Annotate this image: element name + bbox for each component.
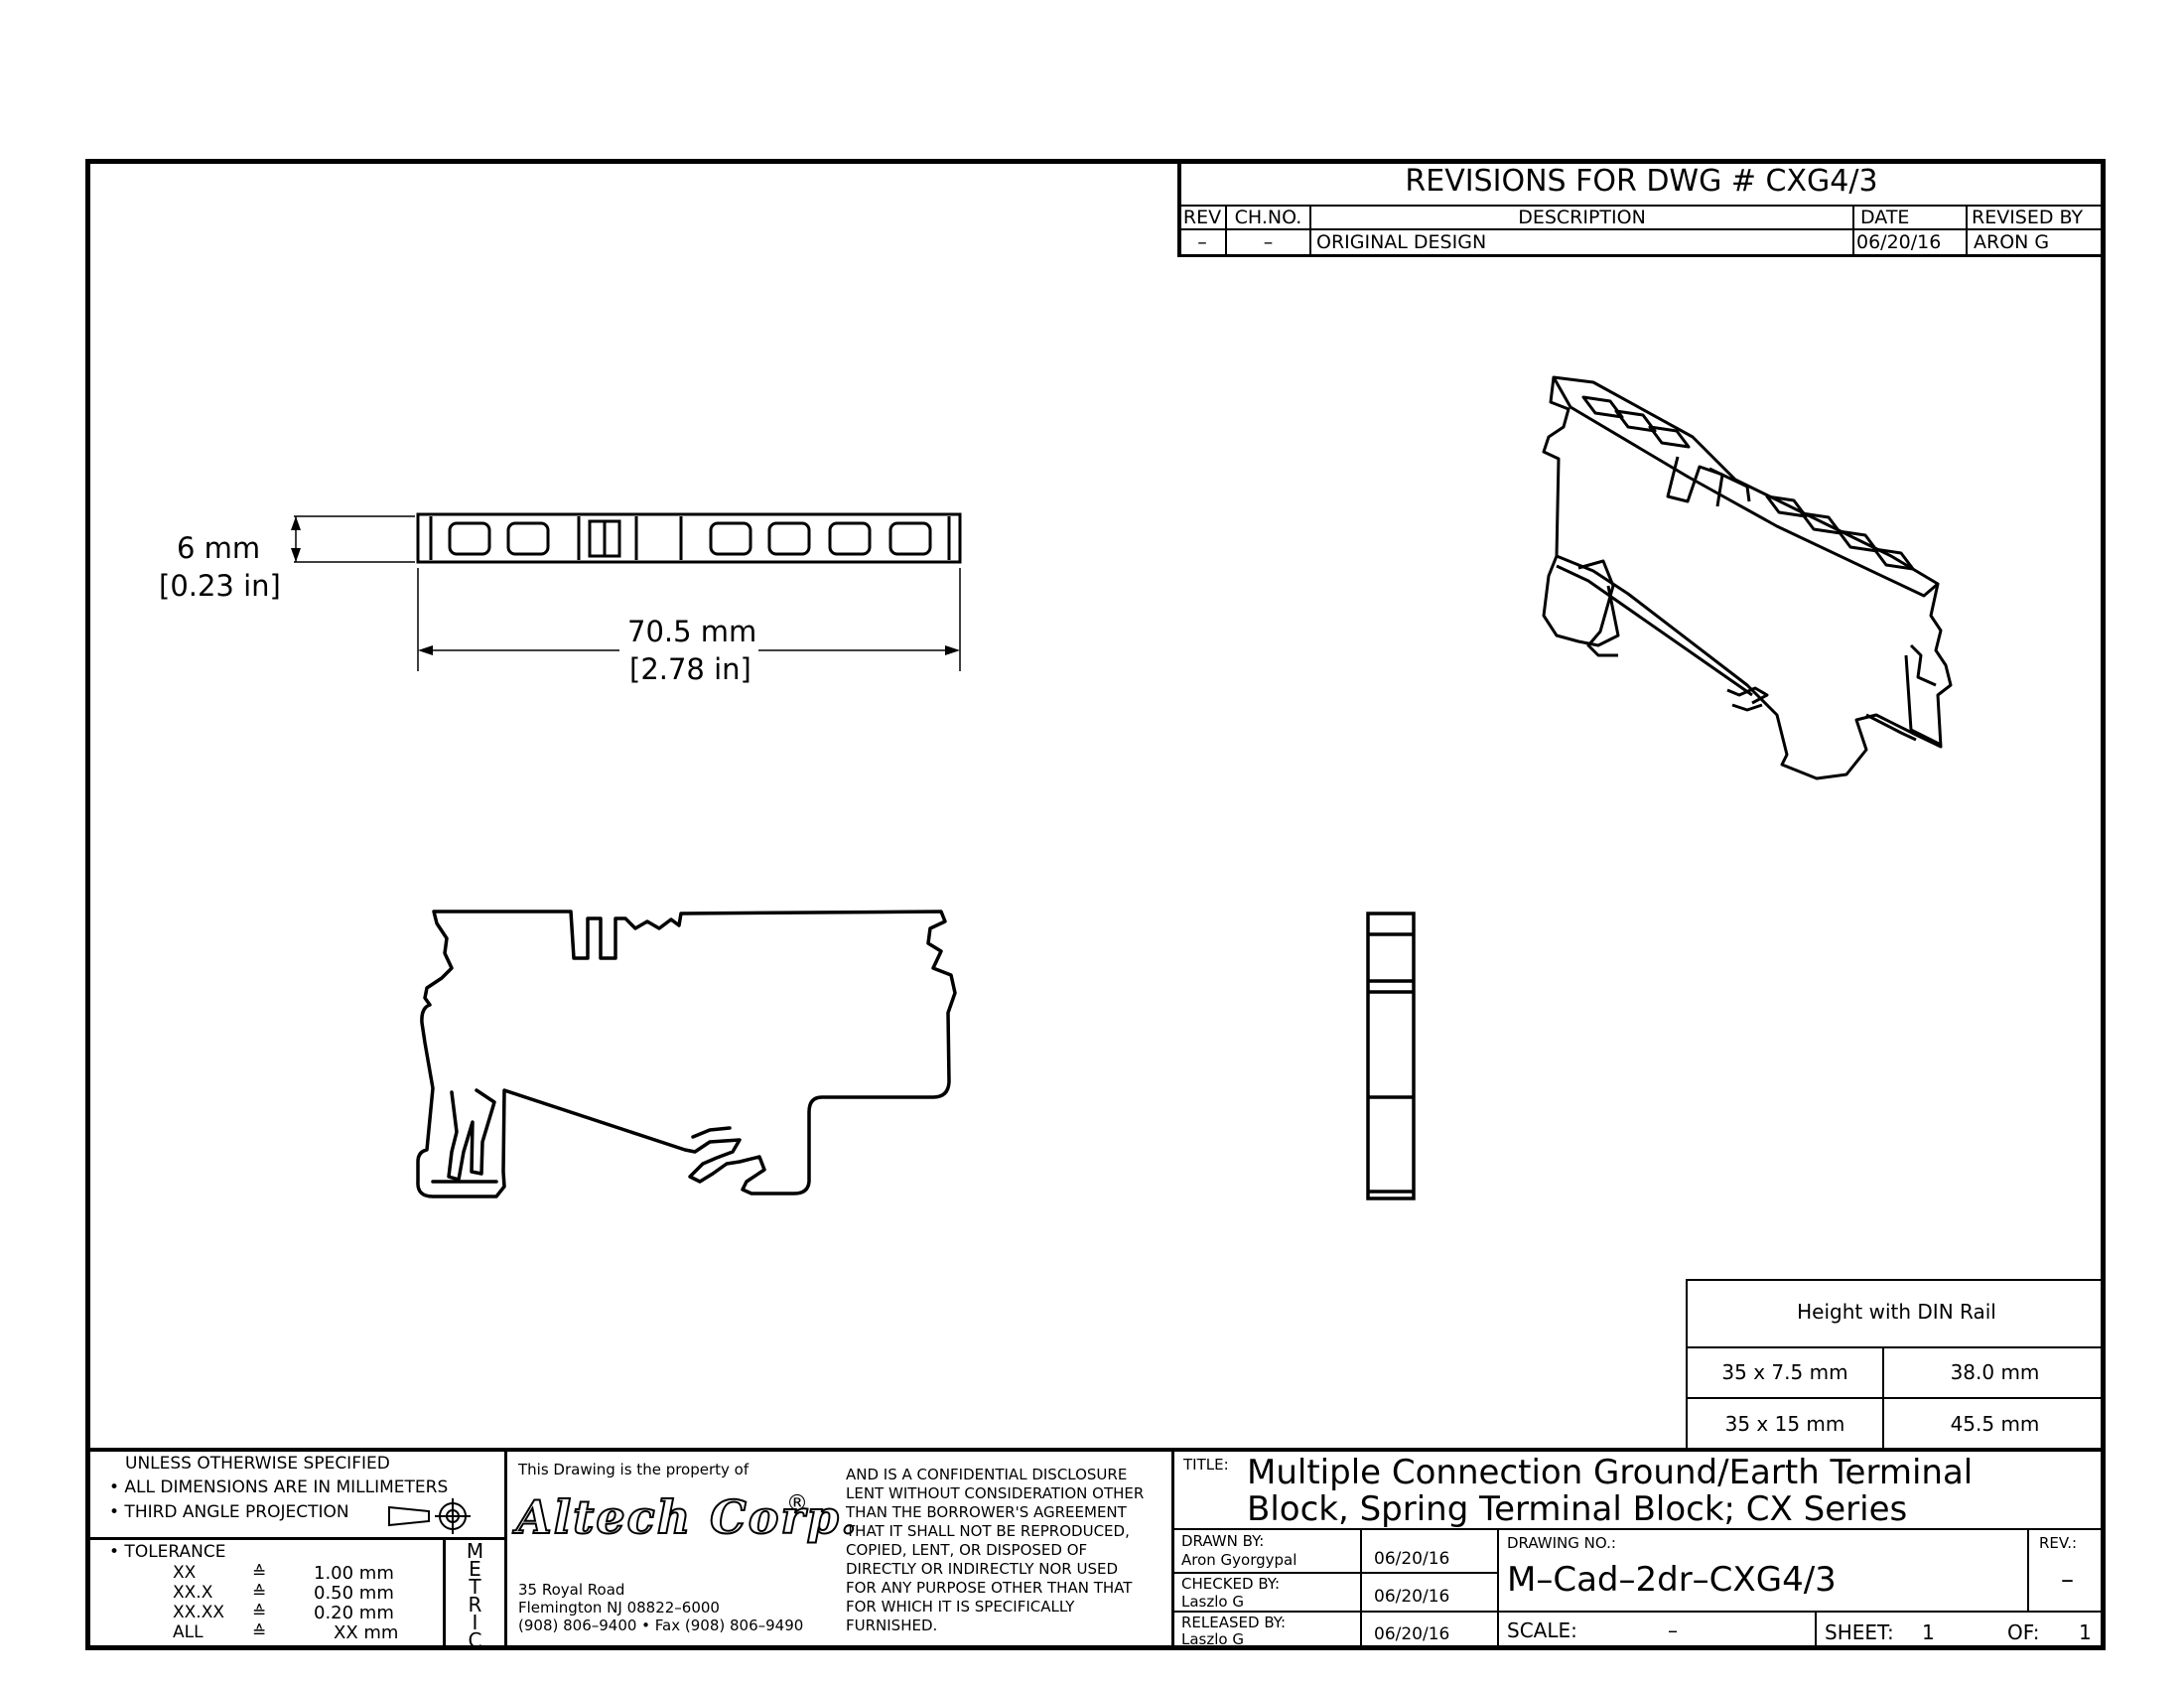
- registered-mark: ®: [786, 1491, 808, 1516]
- din-rail-size-2: 35 x 15 mm: [1724, 1412, 1845, 1436]
- tolerance-value: XX mm: [334, 1622, 399, 1643]
- drawing-no-label: DRAWING NO.:: [1507, 1534, 1616, 1552]
- width-dimension-in: [2.78 in]: [629, 652, 751, 686]
- revisedby-col-header: REVISED BY: [1972, 207, 2084, 228]
- drawn-date: 06/20/16: [1374, 1549, 1450, 1569]
- scale-label: SCALE:: [1507, 1618, 1577, 1642]
- checked-by-name: Laszlo G: [1181, 1593, 1244, 1611]
- approx-equal-icon: ≙: [252, 1603, 267, 1622]
- drawn-by-label: DRAWN BY:: [1181, 1532, 1265, 1550]
- rev-value: –: [2061, 1565, 2074, 1595]
- height-dimension-in: [0.23 in]: [159, 569, 281, 603]
- tolerance-key: ALL: [173, 1622, 204, 1642]
- rev-col-header: REV: [1182, 207, 1222, 228]
- approx-equal-icon: ≙: [252, 1563, 267, 1583]
- tolerance-value: 0.50 mm: [314, 1583, 394, 1604]
- width-dimension-mm: 70.5 mm: [627, 615, 757, 648]
- date-cell: 06/20/16: [1856, 231, 1942, 253]
- checked-by-label: CHECKED BY:: [1181, 1575, 1281, 1593]
- drawn-by-name: Aron Gyorgypal: [1181, 1551, 1297, 1569]
- title-label: TITLE:: [1183, 1456, 1229, 1474]
- notes-line-3: • THIRD ANGLE PROJECTION: [109, 1502, 349, 1522]
- description-cell: ORIGINAL DESIGN: [1316, 231, 1487, 253]
- released-by-name: Laszlo G: [1181, 1630, 1244, 1648]
- tolerance-value: 0.20 mm: [314, 1603, 394, 1623]
- drawing-title-line-1: Multiple Connection Ground/Earth Termina…: [1247, 1453, 1974, 1492]
- rev-cell: –: [1197, 231, 1207, 253]
- din-rail-height-1: 38.0 mm: [1950, 1360, 2040, 1384]
- chno-cell: –: [1263, 231, 1274, 253]
- date-col-header: DATE: [1860, 207, 1910, 228]
- address-line-2: Flemington NJ 08822–6000: [518, 1599, 720, 1617]
- chno-col-header: CH.NO.: [1234, 207, 1302, 228]
- drawing-title-line-2: Block, Spring Terminal Block; CX Series: [1247, 1489, 1908, 1529]
- scale-value: –: [1668, 1618, 1678, 1642]
- altech-logo: Altech Corp.: [515, 1490, 859, 1544]
- tolerance-key: XX.XX: [173, 1603, 224, 1622]
- tolerance-value: 1.00 mm: [314, 1563, 394, 1584]
- din-rail-height-2: 45.5 mm: [1950, 1412, 2040, 1436]
- tolerance-key: XX.X: [173, 1583, 213, 1603]
- notes-line-2: • ALL DIMENSIONS ARE IN MILLIMETERS: [109, 1477, 449, 1497]
- drawing-number: M–Cad–2dr–CXG4/3: [1507, 1560, 1837, 1600]
- sheet-label: SHEET:: [1825, 1620, 1894, 1644]
- revisions-title: REVISIONS FOR DWG # CXG4/3: [1405, 164, 1878, 199]
- released-by-label: RELEASED BY:: [1181, 1614, 1287, 1631]
- drawing-frame: [85, 159, 2106, 1650]
- sheet-value: 1: [1922, 1620, 1935, 1644]
- height-dimension-mm: 6 mm: [177, 531, 261, 565]
- released-date: 06/20/16: [1374, 1624, 1450, 1644]
- tolerance-key: XX: [173, 1563, 197, 1583]
- approx-equal-icon: ≙: [252, 1583, 267, 1603]
- address-line-1: 35 Royal Road: [518, 1581, 625, 1599]
- property-note: This Drawing is the property of: [518, 1461, 750, 1478]
- checked-date: 06/20/16: [1374, 1587, 1450, 1607]
- revisedby-cell: ARON G: [1974, 231, 2050, 253]
- notes-line-1: UNLESS OTHERWISE SPECIFIED: [125, 1454, 390, 1474]
- description-col-header: DESCRIPTION: [1518, 207, 1646, 228]
- din-rail-size-1: 35 x 7.5 mm: [1721, 1360, 1848, 1384]
- din-table-header: Height with DIN Rail: [1797, 1300, 1996, 1324]
- address-line-3: (908) 806–9400 • Fax (908) 806–9490: [518, 1617, 804, 1634]
- tolerance-label: • TOLERANCE: [109, 1542, 226, 1562]
- rev-label: REV.:: [2039, 1534, 2078, 1552]
- of-label: OF:: [2007, 1620, 2040, 1644]
- of-value: 1: [2079, 1620, 2092, 1644]
- approx-equal-icon: ≙: [252, 1622, 267, 1642]
